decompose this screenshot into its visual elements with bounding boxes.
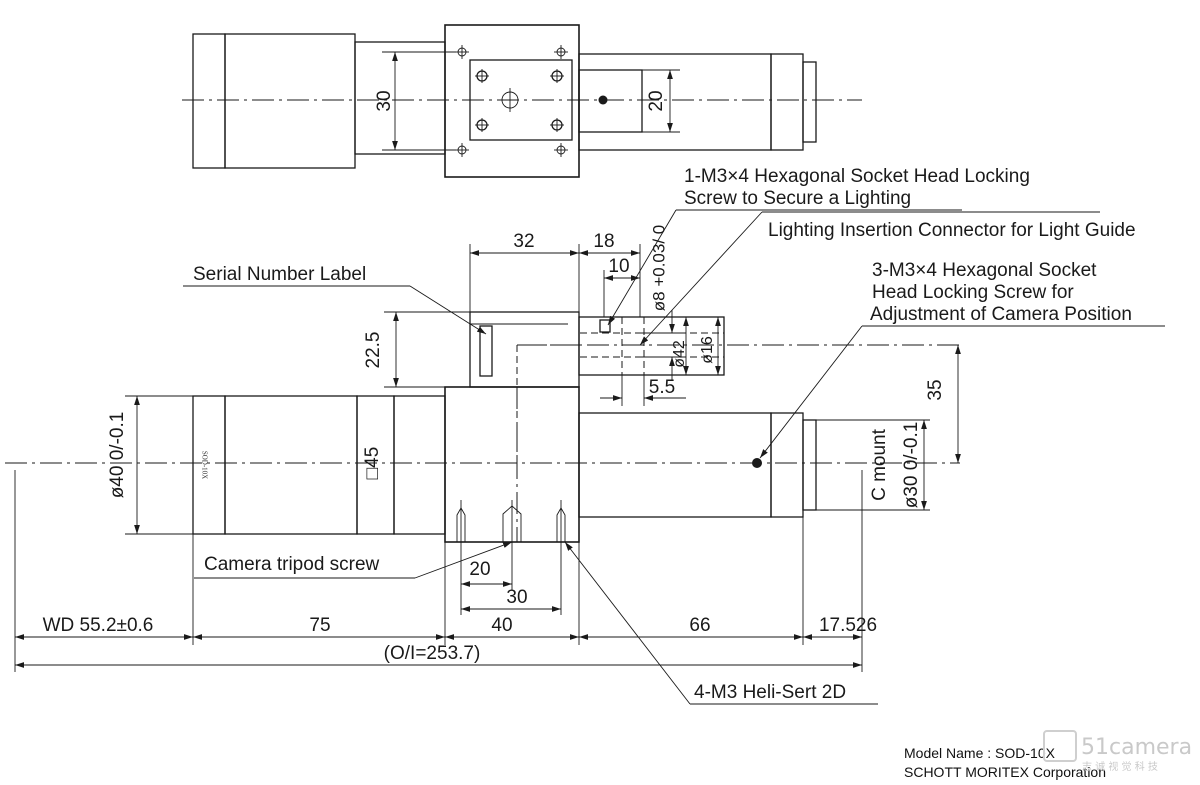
top-cmount bbox=[802, 61, 817, 143]
callout-connector: Lighting Insertion Connector for Light G… bbox=[768, 220, 1136, 241]
dim-75: 75 bbox=[309, 615, 330, 636]
top-center-block bbox=[444, 24, 580, 178]
dim-10: 10 bbox=[608, 256, 629, 277]
dim-30b: 30 bbox=[506, 587, 527, 608]
dim-sq45: □45 bbox=[362, 447, 383, 480]
dim-35: 35 bbox=[925, 379, 946, 400]
top-barrel-ring bbox=[192, 33, 226, 169]
dim-66: 66 bbox=[689, 615, 710, 636]
dim-phi42: ø42 bbox=[671, 340, 688, 368]
callout-serial: Serial Number Label bbox=[193, 264, 366, 285]
dim-5-5: 5.5 bbox=[649, 377, 675, 398]
heli-sert-holes bbox=[456, 500, 566, 548]
watermark-logo-icon bbox=[1043, 730, 1077, 762]
top-right-tube bbox=[578, 53, 772, 151]
top-screw-dot bbox=[598, 95, 608, 105]
side-right-tube bbox=[578, 412, 772, 518]
callouts-upper: 1-M3×4 Hexagonal Socket Head Locking Scr… bbox=[607, 166, 1165, 459]
side-tube-end bbox=[770, 412, 804, 518]
footer-corp: SCHOTT MORITEX Corporation bbox=[904, 764, 1106, 780]
dim-22-5: 22.5 bbox=[363, 332, 384, 369]
dim-40b: 40 bbox=[491, 615, 512, 636]
lighting-connector bbox=[578, 316, 725, 376]
dim-18: 18 bbox=[593, 231, 614, 252]
dim-oi: (O/I=253.7) bbox=[384, 643, 481, 664]
watermark-brand: 51camera bbox=[1081, 735, 1192, 760]
cmount-label: C mount bbox=[869, 428, 890, 501]
dim-17-526: 17.526 bbox=[819, 615, 877, 636]
side-cmount bbox=[802, 419, 817, 511]
top-view: 30 20 bbox=[182, 24, 862, 178]
side-barrel bbox=[224, 395, 358, 535]
callout-screw3-line2: Head Locking Screw for bbox=[872, 282, 1074, 303]
top-tube-end bbox=[770, 53, 804, 151]
side-view: SOD-10X Serial Number Label bbox=[5, 225, 961, 705]
dim-phi40: ø40 0/-0.1 bbox=[107, 412, 128, 499]
dim-top-30: 30 bbox=[374, 90, 395, 111]
dim-wd: WD 55.2±0.6 bbox=[43, 615, 154, 636]
dim-phi30: ø30 0/-0.1 bbox=[901, 422, 922, 509]
top-slot bbox=[578, 69, 643, 133]
locking-screw bbox=[599, 319, 611, 333]
callout-tripod: Camera tripod screw bbox=[204, 554, 380, 575]
callout-heli: 4-M3 Heli-Sert 2D bbox=[694, 682, 846, 703]
footer-model: Model Name : SOD-10X bbox=[904, 745, 1056, 761]
top-barrel-step bbox=[354, 41, 446, 155]
dim-20: 20 bbox=[469, 559, 490, 580]
bottom-dimensions: WD 55.2±0.6 75 40 66 17.526 (O/I=253.7) bbox=[14, 470, 877, 672]
dim-top-20: 20 bbox=[646, 90, 667, 111]
body-label: SOD-10X bbox=[200, 451, 208, 479]
watermark: 51camera 志 诚 视 觉 科 技 bbox=[1043, 730, 1192, 773]
top-center-mark bbox=[501, 91, 519, 109]
callout-screw1-line1: 1-M3×4 Hexagonal Socket Head Locking bbox=[684, 166, 1030, 187]
top-screw-holes bbox=[455, 45, 568, 157]
watermark-sub: 志 诚 视 觉 科 技 bbox=[1082, 760, 1158, 773]
side-barrel-step bbox=[393, 395, 446, 535]
serial-number-label bbox=[479, 325, 493, 377]
dim-phi8: ø8 +0.03/ 0 bbox=[649, 225, 668, 311]
dim-32: 32 bbox=[513, 231, 534, 252]
top-barrel bbox=[224, 33, 356, 169]
dim-phi16: ø16 bbox=[699, 336, 716, 364]
footer: Model Name : SOD-10X SCHOTT MORITEX Corp… bbox=[904, 745, 1106, 780]
callout-screw3-line1: 3-M3×4 Hexagonal Socket bbox=[872, 260, 1097, 281]
callout-screw1-line2: Screw to Secure a Lighting bbox=[684, 188, 911, 209]
callout-screw3-line3: Adjustment of Camera Position bbox=[870, 304, 1132, 325]
